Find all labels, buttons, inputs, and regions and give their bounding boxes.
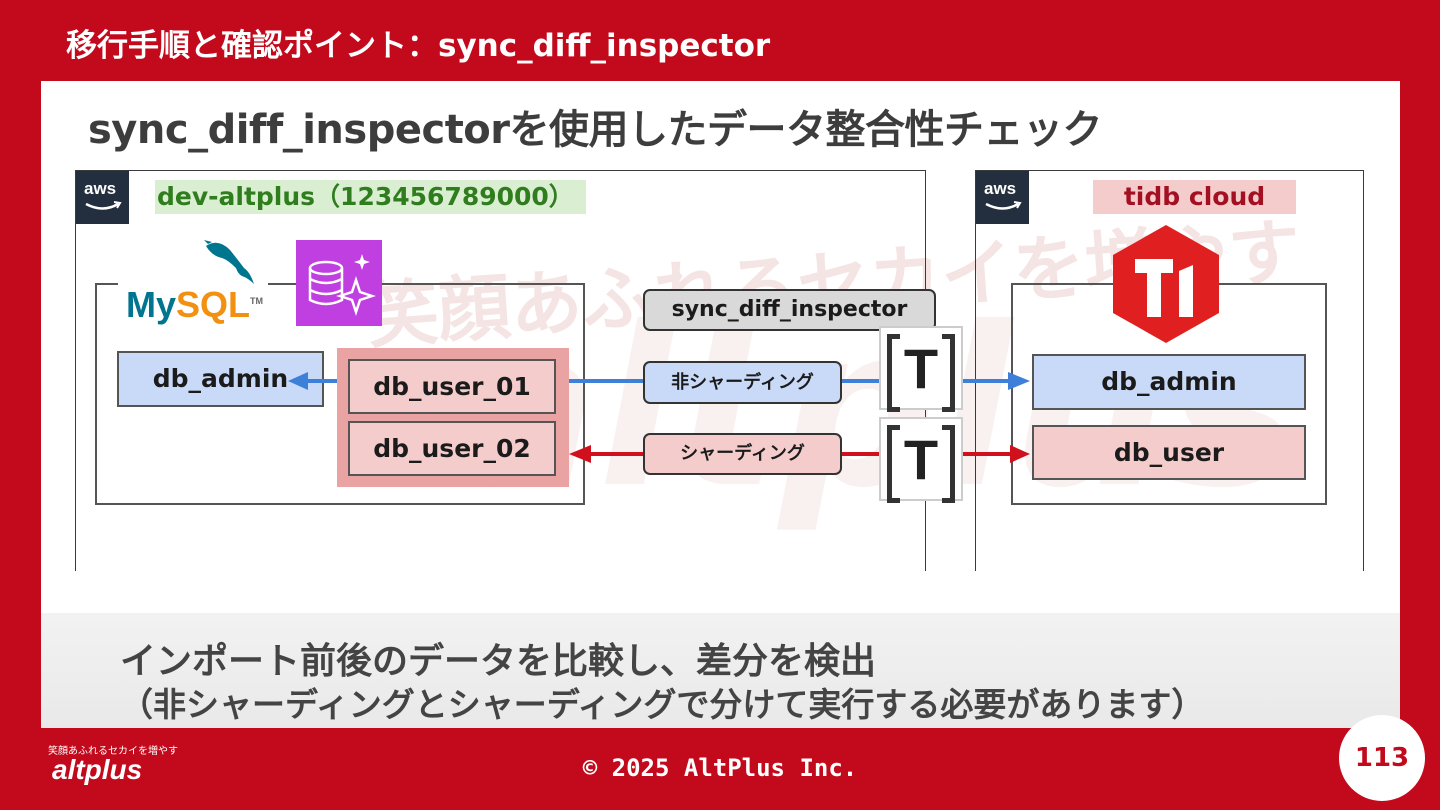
tidb-logo-icon — [1113, 225, 1219, 343]
sync-diff-inspector-label: sync_diff_inspector — [643, 289, 936, 331]
target-aws-region — [975, 170, 1364, 571]
page-number: 113 — [1339, 715, 1425, 801]
summary-line-2: （非シャーディングとシャーディングで分けて実行する必要があります） — [120, 685, 1205, 724]
mysql-dolphin-icon — [204, 240, 254, 284]
summary-panel — [41, 613, 1400, 728]
source-db-admin: db_admin — [117, 351, 324, 407]
aws-logo-icon: aws — [976, 171, 1029, 224]
altplus-logo: 笑顔あふれるセカイを増やす altplus — [48, 746, 178, 785]
aurora-database-icon — [296, 240, 382, 326]
text-t-icon: T — [879, 417, 963, 503]
copyright-text: © 2025 AltPlus Inc. — [582, 754, 858, 782]
text-t-icon: T — [879, 326, 963, 412]
mysql-logo — [118, 272, 268, 332]
tidb-cloud-label: tidb cloud — [1093, 180, 1296, 214]
mysql-logo-text: MySQLTM — [126, 284, 264, 325]
source-db-user-01: db_user_01 — [348, 359, 556, 414]
header-title: 移行手順と確認ポイント：sync_diff_inspector — [66, 28, 771, 64]
account-label: dev-altplus（123456789000） — [155, 180, 586, 214]
non-sharding-label: 非シャーディング — [643, 361, 842, 404]
target-db-user: db_user — [1032, 425, 1306, 480]
aws-logo-icon: aws — [76, 171, 129, 224]
content-panel — [41, 81, 1400, 613]
sharding-label: シャーディング — [643, 433, 842, 475]
target-db-admin: db_admin — [1032, 354, 1306, 410]
summary-line-1: インポート前後のデータを比較し、差分を検出 — [120, 641, 877, 682]
source-db-user-02: db_user_02 — [348, 421, 556, 476]
slide-title: sync_diff_inspectorを使用したデータ整合性チェック — [88, 107, 1103, 153]
